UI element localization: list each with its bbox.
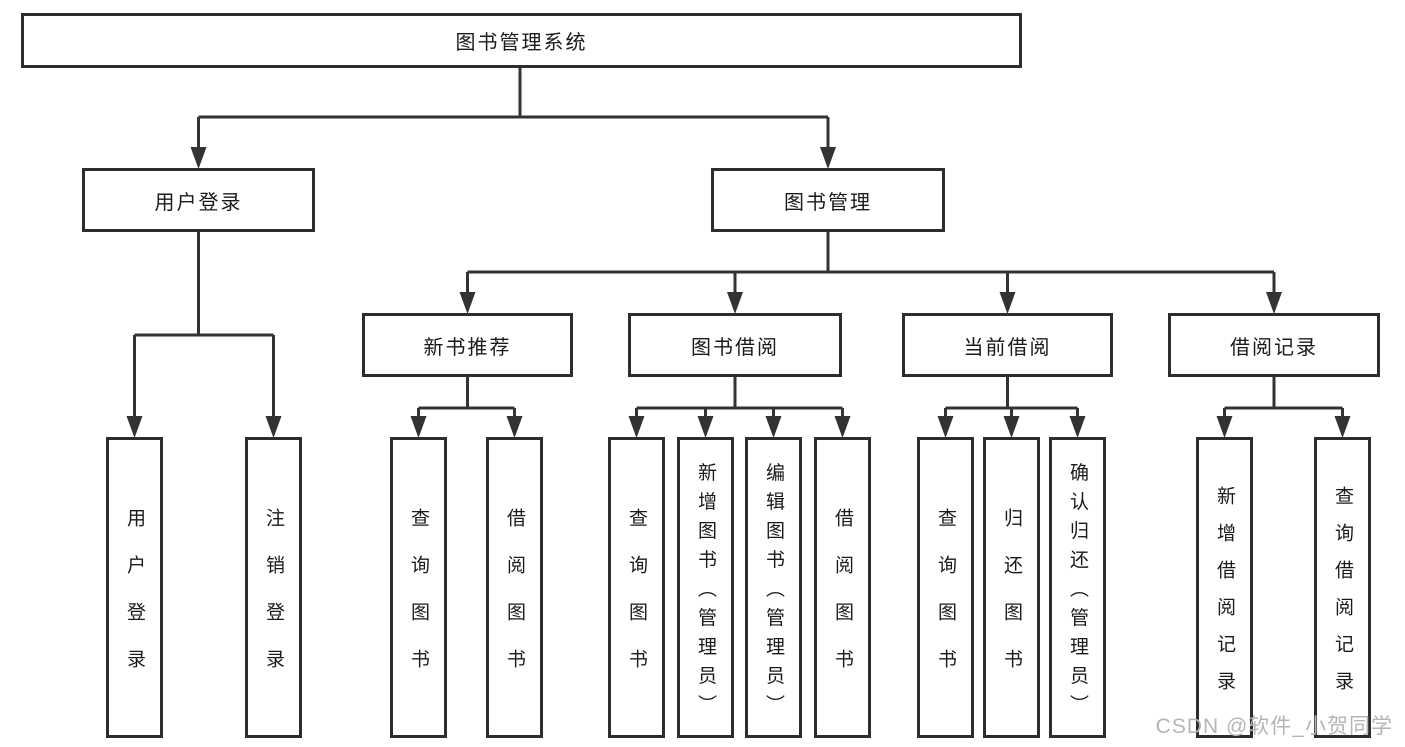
- node-label: 新增图书（管理员）: [695, 462, 716, 723]
- csdn-watermark: CSDN @软件_小贺同学: [1155, 715, 1393, 738]
- node-label: 图书管理: [784, 191, 872, 214]
- connector-root-to-level2: [190, 68, 836, 169]
- node-root-library-system: 图书管理系统: [21, 13, 1022, 68]
- leaf-query-borrow-record: 查询借阅记录: [1314, 437, 1371, 738]
- node-label: 归还图书: [1001, 507, 1022, 696]
- node-label: 借阅图书: [504, 507, 525, 696]
- connector-borrow-records-to-leaves: [1216, 377, 1351, 438]
- connector-book-borrow-to-leaves: [628, 377, 851, 438]
- leaf-confirm-return-admin: 确认归还（管理员）: [1049, 437, 1106, 738]
- node-user-login: 用户登录: [82, 168, 315, 232]
- node-label: 新增借阅记录: [1214, 485, 1235, 708]
- node-current-borrowing: 当前借阅: [902, 313, 1113, 377]
- leaf-return-books: 归还图书: [983, 437, 1040, 738]
- arrowhead-icon: [1334, 416, 1351, 438]
- node-book-borrowing: 图书借阅: [628, 313, 842, 377]
- arrowhead-icon: [937, 416, 954, 438]
- node-label: 图书借阅: [691, 336, 779, 359]
- arrowhead-icon: [126, 416, 143, 438]
- node-label: 新书推荐: [423, 336, 512, 359]
- node-label: 查询借阅记录: [1332, 485, 1353, 708]
- arrowhead-icon: [727, 292, 743, 314]
- node-borrowing-records: 借阅记录: [1168, 313, 1380, 377]
- arrowhead-icon: [265, 416, 282, 438]
- node-label: 用户登录: [124, 507, 145, 696]
- node-label: 编辑图书（管理员）: [763, 462, 784, 723]
- node-label: 当前借阅: [963, 336, 1052, 359]
- leaf-add-books-admin: 新增图书（管理员）: [677, 437, 734, 738]
- arrowhead-icon: [628, 416, 645, 438]
- arrowhead-icon: [1266, 292, 1282, 314]
- connector-user-login-to-leaves: [126, 232, 282, 438]
- arrowhead-icon: [765, 416, 782, 438]
- arrowhead-icon: [1003, 416, 1020, 438]
- leaf-borrow-books-recommend: 借阅图书: [486, 437, 543, 738]
- node-book-management: 图书管理: [711, 168, 945, 232]
- arrowhead-icon: [999, 292, 1016, 314]
- connector-book-management-to-level3: [459, 232, 1282, 314]
- leaf-add-borrow-record: 新增借阅记录: [1196, 437, 1253, 738]
- leaf-query-books-recommend: 查询图书: [390, 437, 447, 738]
- node-label: 图书管理系统: [455, 32, 588, 54]
- connector-new-book-to-leaves: [410, 377, 523, 438]
- node-new-book-recommend: 新书推荐: [362, 313, 573, 377]
- arrowhead-icon: [697, 416, 714, 438]
- leaf-query-books-current: 查询图书: [917, 437, 974, 738]
- node-label: 查询图书: [408, 507, 429, 696]
- connector-current-borrow-to-leaves: [937, 377, 1086, 438]
- leaf-edit-books-admin: 编辑图书（管理员）: [745, 437, 802, 738]
- leaf-query-books-borrow: 查询图书: [608, 437, 665, 738]
- node-label: 查询图书: [935, 507, 956, 696]
- arrowhead-icon: [410, 416, 427, 438]
- node-label: 借阅记录: [1230, 336, 1318, 359]
- arrowhead-icon: [1216, 416, 1233, 438]
- node-label: 查询图书: [626, 507, 647, 696]
- leaf-user-login: 用户登录: [106, 437, 163, 738]
- arrowhead-icon: [834, 416, 851, 438]
- arrowhead-icon: [506, 416, 523, 438]
- arrowhead-icon: [190, 147, 207, 169]
- node-label: 借阅图书: [832, 507, 853, 696]
- arrowhead-icon: [459, 292, 476, 314]
- node-label: 确认归还（管理员）: [1067, 462, 1088, 723]
- leaf-borrow-books: 借阅图书: [814, 437, 871, 738]
- arrowhead-icon: [820, 147, 836, 169]
- node-label: 用户登录: [154, 191, 243, 214]
- node-label: 注销登录: [263, 507, 284, 696]
- arrowhead-icon: [1069, 416, 1086, 438]
- leaf-logout: 注销登录: [245, 437, 302, 738]
